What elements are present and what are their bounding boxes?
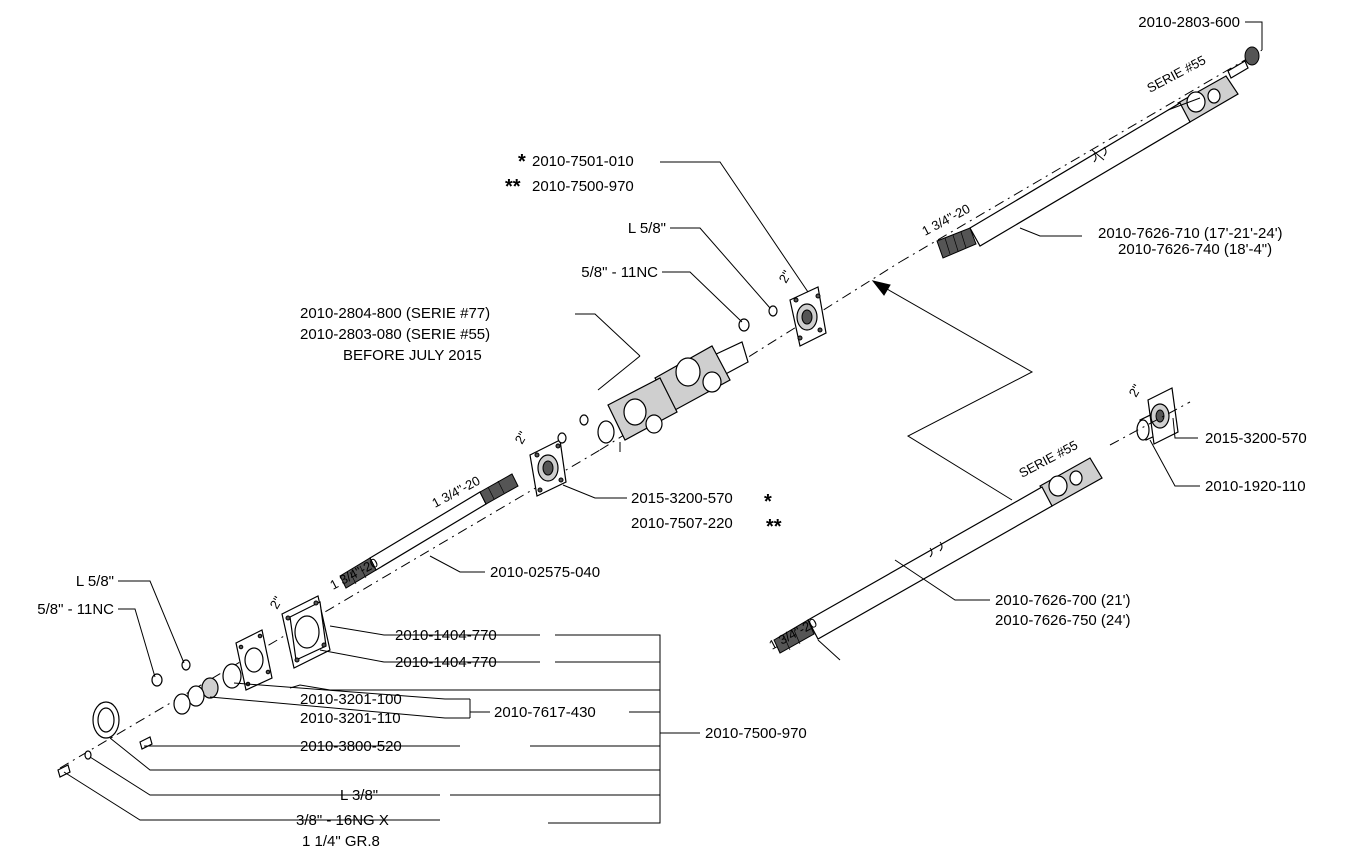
top-right-thread-end: [936, 227, 977, 259]
leader-lines: [63, 21, 1263, 824]
label-2in-left: 2": [267, 593, 286, 611]
mid-flange-bearing: [529, 439, 567, 497]
center-double-u-joint: [597, 341, 749, 452]
label-l58-left: L 5/8": [76, 573, 114, 590]
label-7507-220: 2010-7507-220: [631, 515, 733, 532]
label-1404-770-b: 2010-1404-770: [395, 654, 497, 671]
label-7626-740: 2010-7626-740 (18'-4"): [1118, 241, 1272, 258]
part-labels: 2010-2803-600 SERIE #55 * 2010-7501-010 …: [37, 14, 1307, 850]
label-serie55-top: SERIE #55: [1144, 52, 1208, 95]
label-nc-top: 5/8" - 11NC: [581, 264, 658, 281]
label-before-july: BEFORE JULY 2015: [343, 347, 482, 364]
left-flange-1404-770-a: [235, 629, 273, 691]
label-3800-520: 2010-3800-520: [300, 738, 402, 755]
star-double-mid: **: [766, 516, 782, 538]
bottom-right-tube: [807, 486, 1053, 640]
top-flange-bearing: [789, 286, 827, 347]
label-7500-970-top: 2010-7500-970: [532, 178, 634, 195]
label-nc-left: 5/8" - 11NC: [37, 601, 114, 618]
nut-2803-600: [1244, 46, 1260, 66]
label-2803-080: 2010-2803-080 (SERIE #55): [300, 326, 490, 343]
label-2in-mid: 2": [512, 428, 531, 446]
mid-shaft: [339, 473, 519, 589]
label-1920-110: 2010-1920-110: [1205, 478, 1306, 495]
label-3201-100: 2010-3201-100: [300, 691, 402, 708]
label-2803-600: 2010-2803-600: [1138, 14, 1240, 31]
label-7626-750: 2010-7626-750 (24'): [995, 612, 1130, 629]
label-7626-700: 2010-7626-700 (21'): [995, 592, 1130, 609]
top-right-shaft-assembly: [936, 46, 1260, 259]
left-flange-1404-770-b: [281, 595, 331, 669]
reference-arrow: [871, 280, 1034, 501]
star-single-top: *: [518, 151, 526, 173]
top-right-tube: [969, 102, 1191, 247]
label-7626-710: 2010-7626-710 (17'-21'-24'): [1098, 225, 1283, 242]
label-3201-110: 2010-3201-110: [300, 710, 401, 727]
label-2in-right: 2": [1126, 381, 1145, 399]
label-2804-800: 2010-2804-800 (SERIE #77): [300, 305, 490, 322]
label-2in-top-flange: 2": [776, 267, 795, 285]
label-l38: L 3/8": [340, 787, 378, 804]
left-end-cap: [57, 701, 153, 778]
label-1404-770-a: 2010-1404-770: [395, 627, 497, 644]
label-bolt-line1: 3/8" - 16NG X: [296, 812, 389, 829]
label-3200-570-right: 2015-3200-570: [1205, 430, 1307, 447]
label-7500-970-bottom: 2010-7500-970: [705, 725, 807, 742]
label-7617-430: 2010-7617-430: [494, 704, 596, 721]
top-lock-washer-and-nut: [738, 305, 778, 332]
label-l58-top: L 5/8": [628, 220, 666, 237]
star-double-top: **: [505, 176, 521, 198]
star-single-mid: *: [764, 491, 772, 513]
label-thread-shaft: 1 3/4"-20: [327, 555, 380, 593]
mid-washer-and-nut: [557, 414, 589, 444]
label-7501-010: 2010-7501-010: [532, 153, 634, 170]
left-bearing-parts: [151, 659, 242, 715]
label-3200-570-mid: 2015-3200-570: [631, 490, 733, 507]
label-bolt-line2: 1 1/4" GR.8: [302, 833, 380, 850]
label-02575-040: 2010-02575-040: [490, 564, 600, 581]
